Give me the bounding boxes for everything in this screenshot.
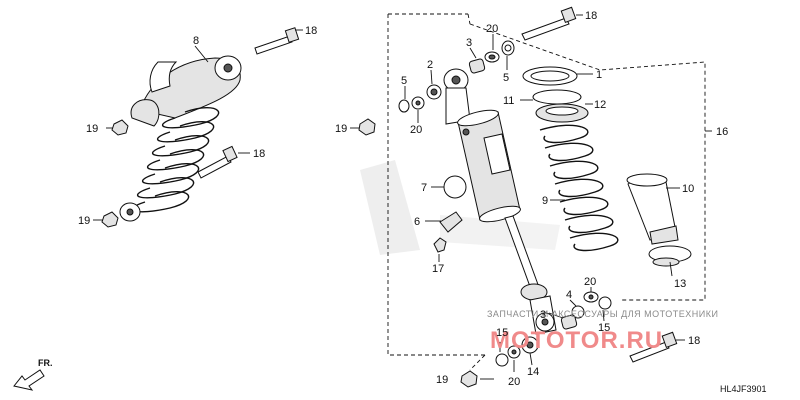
background-logo bbox=[360, 160, 560, 255]
callout-5-b: 5 bbox=[401, 75, 407, 87]
watermark-caption: ЗАПЧАСТИ И АКСЕССУАРЫ ДЛЯ МОТОТЕХНИКИ bbox=[487, 309, 718, 319]
washer-20-left bbox=[411, 96, 425, 110]
callout-5-a: 5 bbox=[503, 72, 509, 84]
callout-20-a: 20 bbox=[486, 23, 498, 35]
front-direction-indicator: FR. bbox=[13, 358, 53, 391]
bracket-6 bbox=[439, 211, 463, 233]
callout-15-b: 15 bbox=[496, 327, 508, 339]
screw-17 bbox=[433, 237, 447, 253]
callout-20-b: 20 bbox=[410, 124, 422, 136]
seal-15-lower-right bbox=[598, 296, 612, 310]
callout-6: 6 bbox=[414, 216, 420, 228]
front-arrow-icon bbox=[13, 369, 45, 391]
nut-19-upper-left bbox=[111, 119, 129, 136]
seal-5-left bbox=[398, 99, 410, 113]
callout-16: 16 bbox=[716, 126, 728, 138]
callout-17: 17 bbox=[432, 263, 444, 275]
nut-19-right-upper bbox=[358, 118, 376, 136]
callout-19-a: 19 bbox=[86, 123, 98, 135]
callout-10: 10 bbox=[682, 183, 694, 195]
bearing-2 bbox=[426, 84, 442, 100]
callout-19-b: 19 bbox=[78, 215, 90, 227]
callout-20-d: 20 bbox=[508, 376, 520, 388]
bolt-18-upper-right bbox=[521, 6, 577, 41]
callout-18-c: 18 bbox=[585, 10, 597, 22]
nut-19-lower-left bbox=[101, 211, 119, 228]
ring-7 bbox=[443, 175, 467, 199]
assembly-boundary bbox=[387, 13, 706, 371]
callout-18-b: 18 bbox=[253, 148, 265, 160]
spring-seat-stack bbox=[522, 66, 589, 123]
callout-8: 8 bbox=[193, 35, 199, 47]
callout-20-c: 20 bbox=[584, 276, 596, 288]
coil-spring-9 bbox=[539, 124, 619, 252]
shock-absorber-body bbox=[443, 68, 557, 335]
bearing-4 bbox=[571, 305, 585, 319]
figure-code: HL4JF3901 bbox=[720, 384, 767, 394]
watermark: ЗАПЧАСТИ И АКСЕССУАРЫ ДЛЯ МОТОТЕХНИКИ MO… bbox=[487, 309, 718, 354]
dust-boot-10 bbox=[626, 173, 679, 245]
washer-20-lower-right bbox=[583, 291, 599, 303]
callout-19-d: 19 bbox=[436, 374, 448, 386]
callout-18-a: 18 bbox=[305, 25, 317, 37]
nut-19-right-lower bbox=[460, 370, 478, 388]
watermark-site: MOTOTOR.RU bbox=[490, 327, 663, 354]
callout-3-b: 3 bbox=[540, 309, 546, 321]
callout-9: 9 bbox=[542, 195, 548, 207]
collar-3-upper bbox=[468, 58, 486, 74]
callout-18-d: 18 bbox=[688, 335, 700, 347]
callout-11: 11 bbox=[503, 95, 514, 107]
bolt-18-lower-left bbox=[197, 145, 238, 179]
callout-labels: 8 18 19 18 19 18 20 3 5 1 2 5 11 12 19 2… bbox=[78, 10, 728, 388]
seal-15-lower-left bbox=[495, 353, 509, 367]
callout-12: 12 bbox=[594, 99, 606, 111]
bolt-18-lower-right bbox=[629, 331, 678, 363]
assembled-shock-absorber bbox=[119, 55, 242, 222]
callout-14: 14 bbox=[527, 366, 539, 378]
bearing-14 bbox=[521, 336, 539, 354]
callout-7: 7 bbox=[421, 182, 427, 194]
washer-20-upper bbox=[484, 51, 500, 63]
callout-13: 13 bbox=[674, 278, 686, 290]
seal-5-upper bbox=[501, 40, 515, 56]
washer-20-lower-left bbox=[507, 345, 521, 359]
bolt-18-upper-left bbox=[254, 27, 300, 55]
callout-3-a: 3 bbox=[466, 37, 472, 49]
callout-4: 4 bbox=[566, 289, 572, 301]
collar-3-lower bbox=[560, 314, 578, 330]
front-direction-label: FR. bbox=[38, 358, 53, 368]
callout-2: 2 bbox=[427, 59, 433, 71]
callout-19-c: 19 bbox=[335, 123, 347, 135]
callout-1: 1 bbox=[596, 69, 602, 81]
callout-15-a: 15 bbox=[598, 322, 610, 334]
